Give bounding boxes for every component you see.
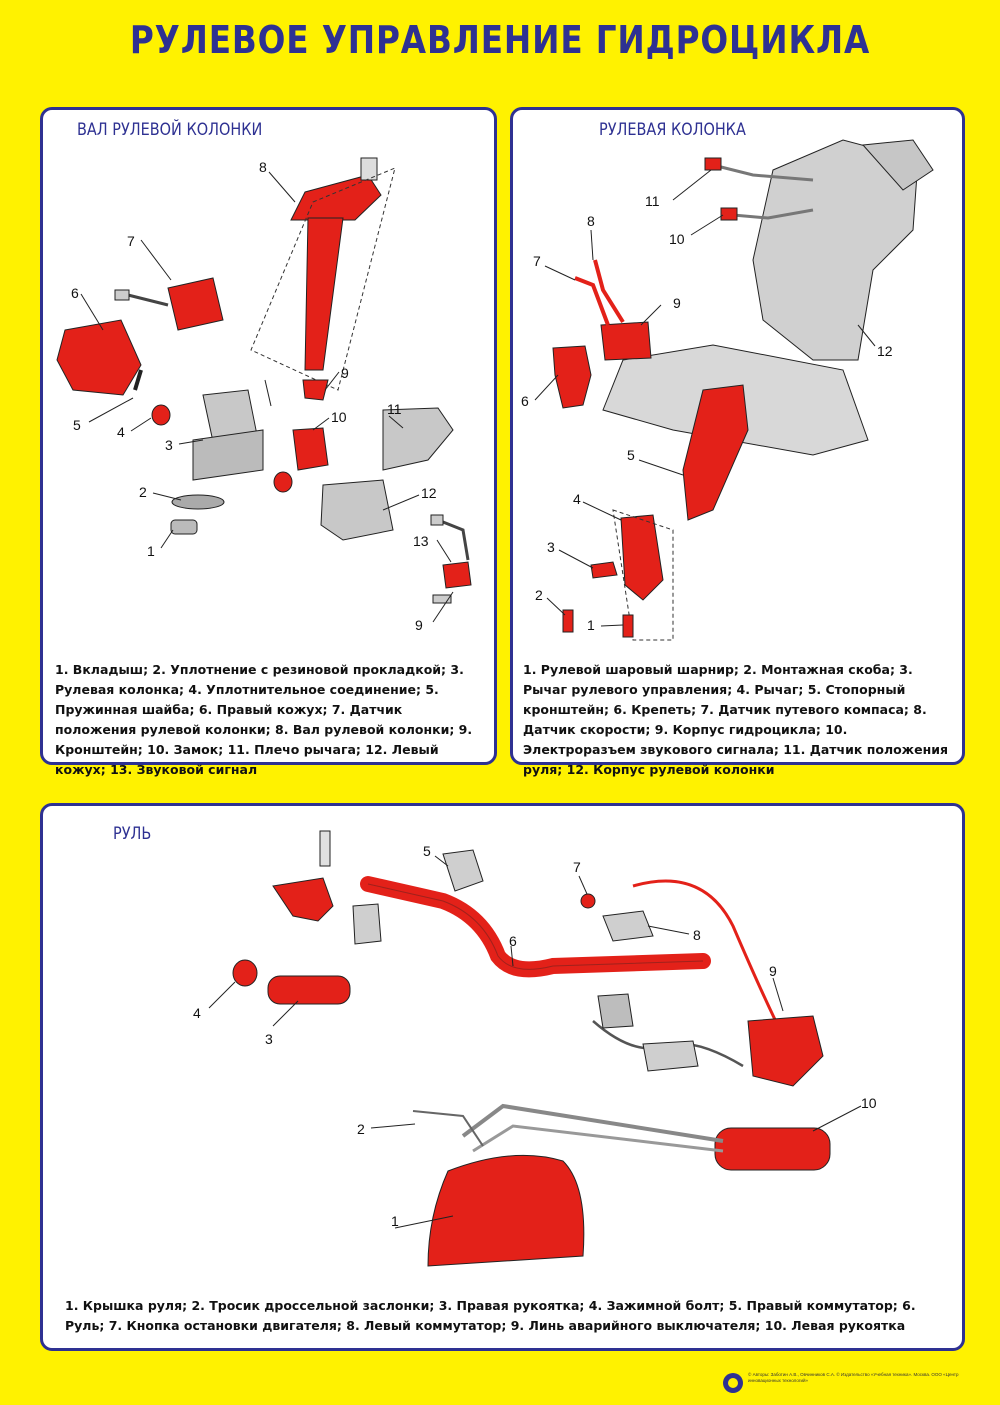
- shaft-callouts: 1 2 3 4 5 6 7 8 9 10 11 12 13 9: [71, 159, 454, 633]
- panel-steering-shaft: ВАЛ РУЛЕВОЙ КОЛОНКИ: [40, 107, 497, 777]
- callout-2: 2: [139, 484, 147, 500]
- part-shaft-8: [250, 157, 396, 391]
- callout-8: 8: [693, 927, 701, 943]
- panel-title: ВАЛ РУЛЕВОЙ КОЛОНКИ: [77, 120, 263, 140]
- callout-1: 1: [587, 617, 595, 633]
- callout-6: 6: [509, 933, 517, 949]
- callout-7: 7: [533, 253, 541, 269]
- footer-credits: © Авторы: Заботин А.В., Овчинников С.А. …: [748, 1372, 959, 1383]
- callout-6: 6: [521, 393, 529, 409]
- callout-7: 7: [127, 233, 135, 249]
- shaft-exploded-diagram: [56, 157, 472, 604]
- callout-10: 10: [331, 409, 347, 425]
- callout-1: 1: [391, 1213, 399, 1229]
- panel-handlebar: РУЛЬ: [40, 803, 965, 1351]
- part-column-3: [192, 389, 264, 481]
- callout-4: 4: [117, 424, 125, 440]
- callout-2: 2: [535, 587, 543, 603]
- callout-9: 9: [341, 365, 349, 381]
- callout-12: 12: [877, 343, 893, 359]
- column-caption: 1. Рулевой шаровый шарнир; 2. Монтажная …: [523, 662, 949, 777]
- publisher-logo-icon: [722, 1372, 744, 1394]
- handlebar-callouts: 1 2 3 4 5 6 7 8 9 10: [193, 843, 877, 1229]
- part-right-cover-6: [56, 319, 142, 396]
- callout-13: 13: [413, 533, 429, 549]
- callout-4: 4: [193, 1005, 201, 1021]
- callout-10: 10: [861, 1095, 877, 1111]
- callout-4: 4: [573, 491, 581, 507]
- callout-9: 9: [769, 963, 777, 979]
- handlebar-exploded-diagram: [232, 830, 831, 1267]
- callout-8: 8: [587, 213, 595, 229]
- callout-3: 3: [265, 1031, 273, 1047]
- callout-11: 11: [387, 401, 402, 417]
- column-exploded-diagram: [552, 139, 934, 641]
- callout-10: 10: [669, 231, 685, 247]
- part-sensor-7: [114, 277, 224, 331]
- callout-11: 11: [645, 193, 660, 209]
- panel-title: РУЛЕВАЯ КОЛОНКА: [599, 120, 746, 140]
- shaft-caption: 1. Вкладыш; 2. Уплотнение с резиновой пр…: [55, 662, 473, 777]
- callout-5: 5: [423, 843, 431, 859]
- callout-2: 2: [357, 1121, 365, 1137]
- handlebar-caption: 1. Крышка руля; 2. Тросик дроссельной за…: [65, 1298, 916, 1333]
- panel-steering-column: РУЛЕВАЯ КОЛОНКА: [510, 107, 965, 777]
- callout-12: 12: [421, 485, 437, 501]
- callout-3: 3: [547, 539, 555, 555]
- callout-5: 5: [627, 447, 635, 463]
- callout-5: 5: [73, 417, 81, 433]
- callout-6: 6: [71, 285, 79, 301]
- poster-title: РУЛЕВОЕ УПРАВЛЕНИЕ ГИДРОЦИКЛА: [129, 18, 871, 62]
- callout-8: 8: [259, 159, 267, 175]
- callout-9: 9: [673, 295, 681, 311]
- callout-3: 3: [165, 437, 173, 453]
- panel-title: РУЛЬ: [113, 824, 152, 844]
- column-callouts: 1 2 3 4 5 6 7 8 9 10 11 12: [521, 169, 893, 633]
- callout-9b: 9: [415, 617, 423, 633]
- callout-1: 1: [147, 543, 155, 559]
- callout-7: 7: [573, 859, 581, 875]
